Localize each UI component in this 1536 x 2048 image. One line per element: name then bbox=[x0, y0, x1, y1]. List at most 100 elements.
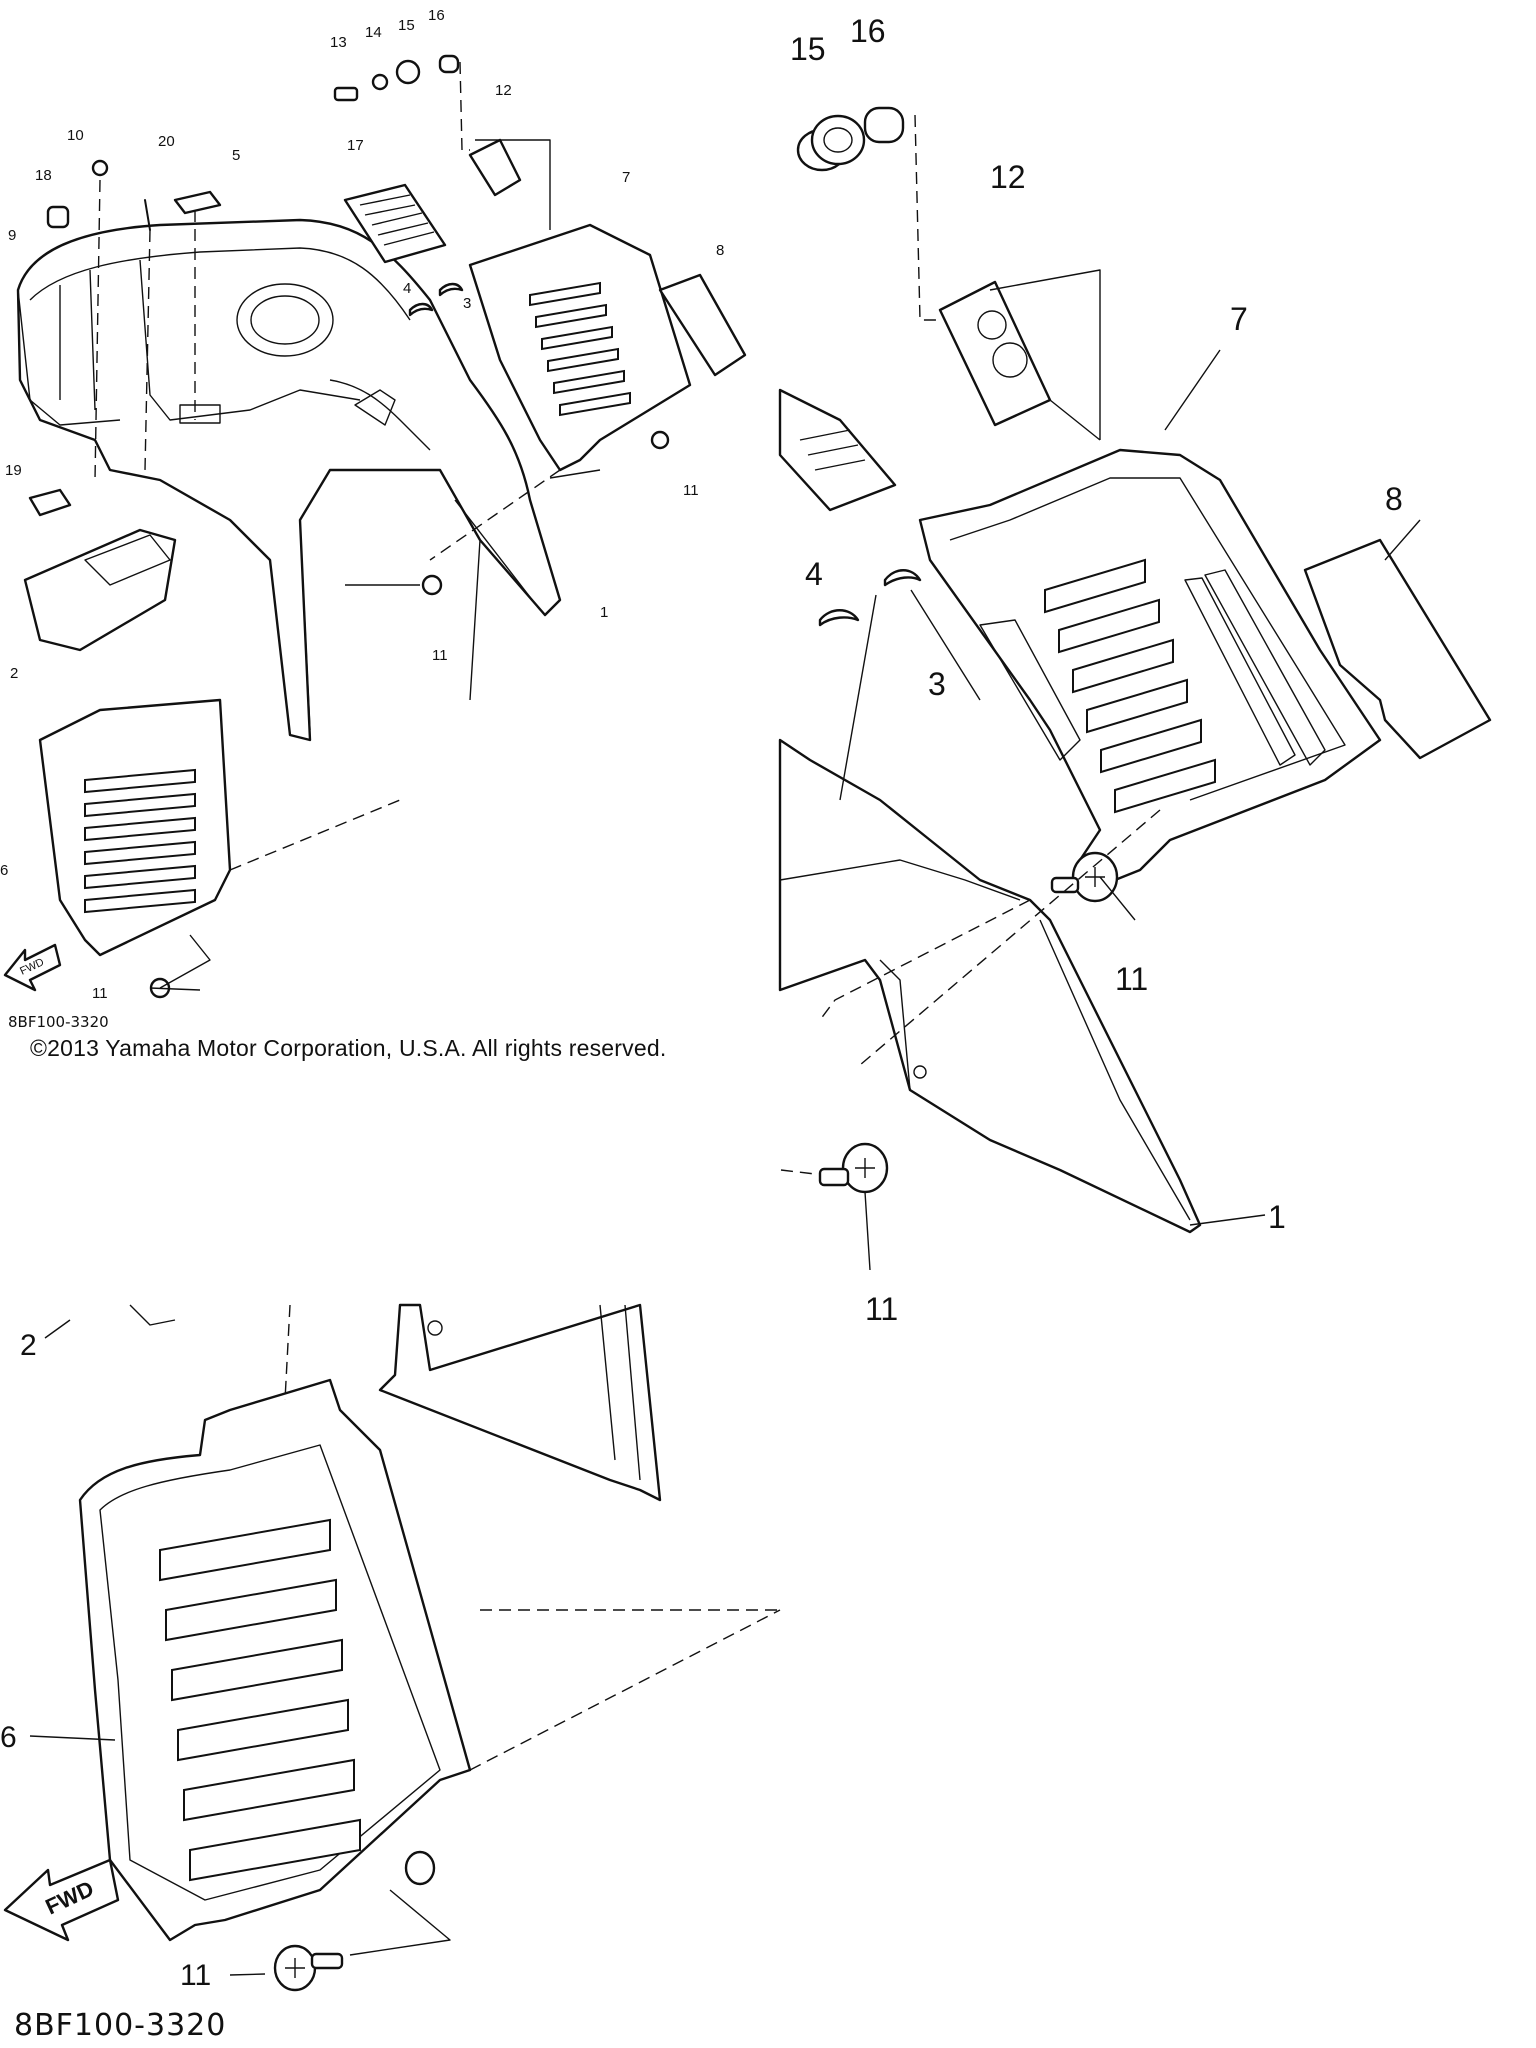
pad-8-drawing bbox=[658, 273, 747, 377]
callout-1: 1 bbox=[600, 604, 608, 621]
louver-slot bbox=[1086, 678, 1188, 734]
zoom-detail-bottom: FWD 2 6 11 8BF100-3320 bbox=[0, 1300, 790, 2048]
fwd-arrow-icon: FWD bbox=[3, 1858, 120, 1942]
callout-20: 20 bbox=[158, 133, 175, 150]
fasteners-13-16-drawing bbox=[333, 54, 460, 102]
callout-11: 11 bbox=[180, 1959, 211, 1992]
louver-slot bbox=[547, 347, 619, 373]
louver-panel-7-drawing bbox=[918, 448, 1382, 882]
leader-lines bbox=[29, 1304, 781, 1976]
louver-slot bbox=[1100, 718, 1202, 774]
louver-panel-6-drawing bbox=[38, 698, 232, 957]
diagram-code-large: 8BF100-3320 bbox=[14, 2008, 227, 2043]
callout-16: 16 bbox=[428, 7, 445, 24]
callout-10: 10 bbox=[67, 127, 84, 144]
callout-17: 17 bbox=[347, 137, 364, 154]
callout-11c: 11 bbox=[92, 985, 108, 1002]
grommet-12-drawing bbox=[468, 138, 522, 197]
callout-12: 12 bbox=[990, 159, 1026, 195]
callout-5: 5 bbox=[232, 147, 240, 164]
grommet-15-drawing bbox=[796, 114, 866, 172]
main-exploded-view: FWD 1 2 3 4 5 6 7 8 9 10 11 11 11 12 13 … bbox=[0, 0, 768, 1090]
callout-2: 2 bbox=[10, 665, 18, 682]
callout-7: 7 bbox=[622, 169, 630, 186]
label-17-drawing bbox=[343, 183, 447, 264]
grommet-12-drawing bbox=[938, 280, 1052, 427]
callout-2: 2 bbox=[20, 1329, 37, 1362]
cap-16-drawing bbox=[863, 106, 905, 144]
callout-19: 19 bbox=[5, 462, 22, 479]
callout-1: 1 bbox=[1268, 1199, 1286, 1235]
louver-slot bbox=[84, 840, 196, 866]
callout-11-upper: 11 bbox=[1115, 961, 1148, 997]
callout-9: 9 bbox=[8, 227, 16, 244]
callout-6: 6 bbox=[0, 862, 8, 879]
louver-slot bbox=[84, 864, 196, 890]
louver-slot bbox=[1072, 638, 1174, 694]
louver-slot bbox=[84, 888, 196, 914]
clip-3-drawing bbox=[883, 569, 922, 587]
clip-4-drawing bbox=[408, 302, 434, 317]
pad-8-drawing bbox=[1303, 538, 1492, 760]
callout-7: 7 bbox=[1230, 301, 1248, 337]
louver-slot bbox=[529, 281, 601, 307]
cowl-1-fragment-drawing bbox=[378, 1303, 662, 1502]
louver-slot bbox=[541, 325, 613, 351]
callout-8: 8 bbox=[716, 242, 724, 259]
louver-panel-6-drawing bbox=[78, 1378, 472, 1942]
zoom-right-svg: 15 16 12 7 8 4 3 11 11 1 bbox=[778, 13, 1492, 1327]
callout-3: 3 bbox=[463, 295, 471, 312]
clip-4-drawing bbox=[818, 609, 860, 627]
copyright-notice: ©2013 Yamaha Motor Corporation, U.S.A. A… bbox=[30, 1035, 667, 1061]
callout-16: 16 bbox=[850, 13, 886, 49]
louver-slot bbox=[84, 768, 196, 794]
main-diagram-svg: FWD 1 2 3 4 5 6 7 8 9 10 11 11 11 12 13 … bbox=[0, 7, 747, 1002]
clip-3-drawing bbox=[438, 282, 464, 297]
louver-slot bbox=[159, 1518, 331, 1582]
louver-slot bbox=[171, 1638, 343, 1702]
label-17-edge-drawing bbox=[778, 388, 897, 512]
louver-panel-7-drawing bbox=[468, 223, 692, 472]
callout-11-lower: 11 bbox=[865, 1291, 898, 1327]
louver-slot bbox=[177, 1698, 349, 1762]
louver-slot bbox=[1058, 598, 1160, 654]
louver-slot bbox=[1044, 558, 1146, 614]
callout-11b: 11 bbox=[432, 647, 448, 664]
bolts-11-drawing bbox=[149, 430, 670, 999]
side-panel-9-drawing bbox=[17, 289, 121, 426]
callout-11a: 11 bbox=[683, 482, 699, 499]
callout-13: 13 bbox=[330, 34, 347, 51]
callout-14: 14 bbox=[365, 24, 382, 41]
bolt-11-drawing bbox=[273, 1850, 436, 1992]
callout-6: 6 bbox=[0, 1721, 17, 1754]
callout-8: 8 bbox=[1385, 481, 1403, 517]
clip-19-drawing bbox=[28, 488, 72, 517]
louver-slot bbox=[84, 792, 196, 818]
louver-slot bbox=[183, 1758, 355, 1822]
bolt-10-drawing bbox=[91, 159, 109, 177]
zoom-detail-right: 15 16 12 7 8 4 3 11 11 1 bbox=[778, 0, 1536, 1327]
louver-slot bbox=[84, 816, 196, 842]
leader-lines bbox=[780, 114, 1421, 1271]
panel-2-drawing bbox=[23, 528, 177, 652]
louver-slot bbox=[165, 1578, 337, 1642]
callout-4: 4 bbox=[805, 556, 823, 592]
louver-slot bbox=[189, 1818, 361, 1882]
front-cowl-drawing bbox=[16, 218, 562, 742]
screw-20-drawing bbox=[144, 199, 151, 231]
louver-slot bbox=[535, 303, 607, 329]
leader-lines bbox=[94, 61, 601, 991]
louver-slot bbox=[1114, 758, 1216, 814]
fwd-arrow-icon: FWD bbox=[3, 943, 62, 992]
callout-15: 15 bbox=[398, 17, 415, 34]
bracket-5-drawing bbox=[173, 190, 222, 215]
callout-18: 18 bbox=[35, 167, 52, 184]
cap-18-drawing bbox=[46, 205, 70, 229]
panel-2-fragment-drawing bbox=[129, 1304, 176, 1326]
callout-15: 15 bbox=[790, 31, 826, 67]
diagram-code: 8BF100-3320 bbox=[8, 1013, 109, 1031]
louver-slot bbox=[559, 391, 631, 417]
callout-4: 4 bbox=[403, 280, 411, 297]
louver-slot bbox=[553, 369, 625, 395]
zoom-bottom-svg: FWD 2 6 11 bbox=[0, 1303, 781, 1992]
